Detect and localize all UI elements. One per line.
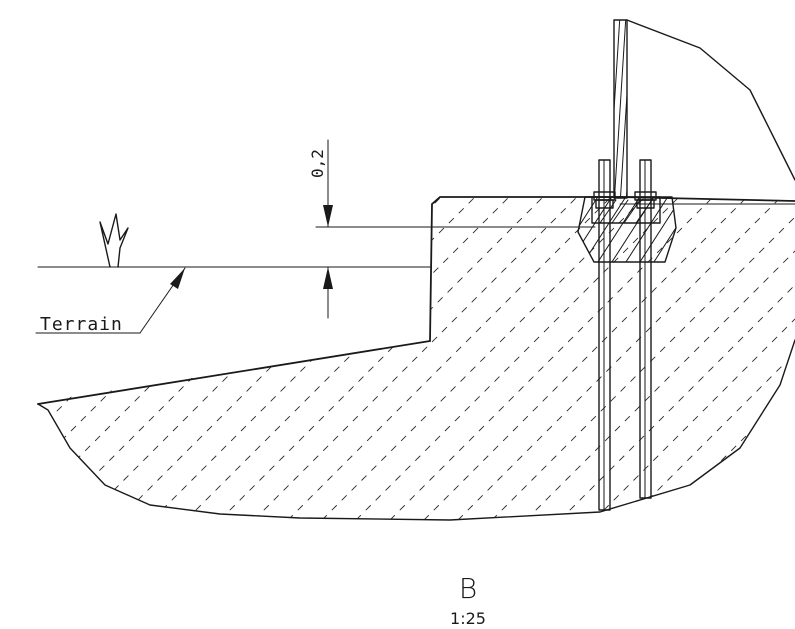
grout-pocket [577, 196, 677, 263]
hatch-line [685, 197, 795, 520]
hatch-line [447, 197, 789, 520]
dimension-marker [315, 139, 596, 319]
hatch-line [719, 197, 795, 520]
hatch-line [578, 197, 614, 262]
hatch-line [345, 197, 687, 520]
concrete-hatch [38, 197, 795, 520]
hatch-line [549, 197, 795, 520]
hatch-line [379, 197, 721, 520]
base-plate-hatch [599, 199, 653, 224]
hatch-line [311, 197, 653, 520]
anchor-bolt-left [593, 159, 616, 511]
hatch-line [632, 15, 644, 205]
hatch-line [619, 86, 627, 198]
base-plate [591, 196, 661, 224]
hatch-line [243, 197, 585, 520]
hatch-line [38, 197, 75, 520]
grass-symbol-icon [99, 213, 129, 268]
hatch-line [583, 197, 795, 520]
dimension-value: 0,2 [308, 149, 327, 178]
hatch-line [209, 197, 551, 520]
hatch-line [614, 20, 627, 198]
hatch-line [38, 197, 177, 520]
terrain-label: Terrain [40, 314, 123, 335]
grout-pocket-hatch [578, 197, 676, 262]
hatch-line [481, 197, 795, 520]
hatch-line [590, 15, 602, 205]
hatch-line [277, 197, 619, 520]
hatch-line [651, 197, 676, 262]
hatch-line [38, 197, 143, 520]
hatch-line [38, 197, 41, 520]
hatch-line [623, 197, 670, 262]
hatch-line [515, 197, 795, 520]
hatch-line [651, 197, 795, 520]
hatch-line [38, 197, 245, 520]
hatch-line [596, 15, 608, 205]
hatch-line [38, 197, 109, 520]
hatch-line [38, 197, 211, 520]
view-scale: 1:25 [450, 609, 486, 628]
hatch-line [38, 197, 313, 520]
hatch-line [38, 197, 279, 520]
hatch-line [175, 197, 517, 520]
foundation-bottom-outline [37, 339, 795, 521]
foundation-outline [429, 196, 795, 342]
anchor-bolt-right [634, 159, 657, 499]
break-line [626, 19, 795, 181]
terrain-leader-arrow [170, 268, 185, 289]
foundation-slope-line [37, 340, 431, 405]
hatch-line [625, 181, 627, 198]
hatch-line [595, 197, 642, 262]
view-label: B [459, 572, 477, 605]
column-flange-hatch [590, 15, 644, 205]
hatch-line [413, 197, 755, 520]
hatch-line [614, 20, 621, 118]
